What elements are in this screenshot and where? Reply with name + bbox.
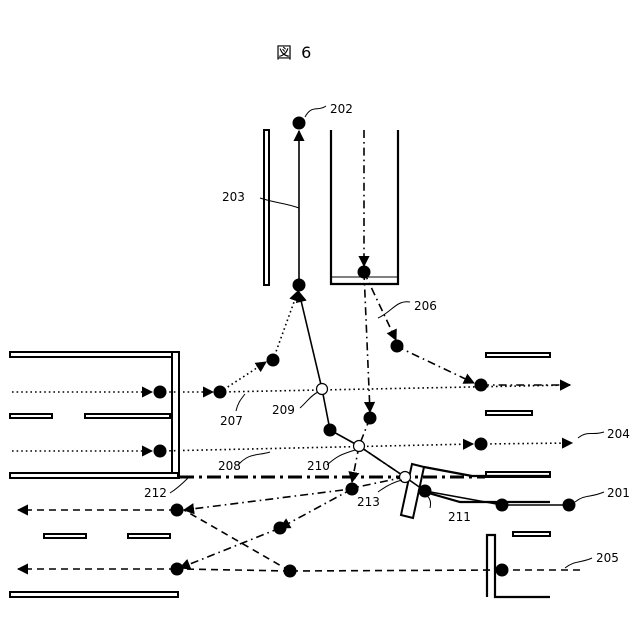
path-207-up1: [220, 362, 266, 392]
left-road-center-line: [10, 473, 178, 478]
right-lower-lane-mark: [513, 532, 550, 536]
label-204: 204: [607, 427, 630, 441]
point-211: [419, 485, 432, 498]
leader-204: [578, 432, 604, 438]
path-206-diag2: [396, 346, 474, 383]
path-205-to-left: [180, 569, 290, 571]
point-left-lower-out: [171, 563, 184, 576]
leader-212: [170, 478, 188, 493]
leader-lines: [170, 106, 604, 568]
path-208-right: [481, 443, 572, 444]
leader-211: [426, 496, 431, 508]
path-207-straight: [220, 385, 570, 392]
path-205-diag: [184, 510, 290, 571]
point-210: [354, 441, 365, 452]
leader-207: [236, 394, 245, 411]
leader-201: [575, 492, 604, 502]
label-203: 203: [222, 190, 245, 204]
point-207-left: [154, 386, 167, 399]
leader-209: [300, 392, 318, 408]
right-lower-bracket: [487, 535, 550, 597]
figure-title: 図 6: [276, 43, 313, 62]
left-road-bottom-curb: [10, 592, 178, 597]
left-road-top-curb: [10, 352, 178, 357]
leader-205: [565, 558, 592, 568]
label-212: 212: [144, 486, 167, 500]
point-left-upper-out: [171, 504, 184, 517]
label-210: 210: [307, 459, 330, 473]
left-road-stop-bar: [172, 352, 179, 478]
path-201-seg7: [299, 292, 322, 389]
label-213: 213: [357, 495, 380, 509]
leader-208: [238, 452, 270, 465]
left-lower-lane-mark-1: [44, 534, 86, 538]
path-206-to-205-pt: [180, 528, 280, 568]
point-207-up: [267, 354, 280, 367]
point-207-mid: [214, 386, 227, 399]
path-205-mid: [290, 570, 502, 571]
point-201-mid: [324, 424, 337, 437]
point-206-stop: [358, 266, 371, 279]
label-205: 205: [596, 551, 619, 565]
point-203-entry: [293, 279, 306, 292]
point-202: [293, 117, 306, 130]
path-201-seg4: [359, 446, 405, 477]
path-206-diag1: [364, 272, 396, 340]
label-206: 206: [414, 299, 437, 313]
leader-202: [305, 106, 326, 117]
point-206-right: [475, 379, 488, 392]
point-208-right: [475, 438, 488, 451]
label-202: 202: [330, 102, 353, 116]
point-206-down: [364, 412, 377, 425]
point-206-lower: [274, 522, 287, 535]
trajectory-paths: [12, 130, 580, 571]
point-209: [317, 384, 328, 395]
leader-206: [378, 302, 410, 318]
point-205-mid: [284, 565, 297, 578]
point-201-a: [496, 499, 509, 512]
point-208-left: [154, 445, 167, 458]
left-lane-mark-1: [10, 414, 52, 418]
label-208: 208: [218, 459, 241, 473]
point-201-b: [563, 499, 576, 512]
reference-labels: 202 203 206 207 209 204 208 210 212 201 …: [144, 102, 630, 565]
left-lane-mark-2: [85, 414, 170, 418]
top-road-left-curb: [264, 130, 269, 285]
point-213: [400, 472, 411, 483]
right-road-top-curb: [486, 353, 550, 357]
point-213-down: [346, 483, 359, 496]
path-208-mid: [160, 444, 473, 451]
path-206-down: [364, 272, 370, 412]
label-211: 211: [448, 510, 471, 524]
point-205-entry: [496, 564, 509, 577]
path-206-down-left: [280, 489, 352, 528]
label-207: 207: [220, 414, 243, 428]
approach-201-lower-edge: [418, 490, 550, 502]
label-201: 201: [607, 486, 630, 500]
label-209: 209: [272, 403, 295, 417]
point-206-turn: [391, 340, 404, 353]
right-lane-mark: [486, 411, 532, 415]
path-207-up2: [273, 291, 298, 360]
left-lower-lane-mark-2: [128, 534, 170, 538]
leader-210: [327, 450, 355, 465]
